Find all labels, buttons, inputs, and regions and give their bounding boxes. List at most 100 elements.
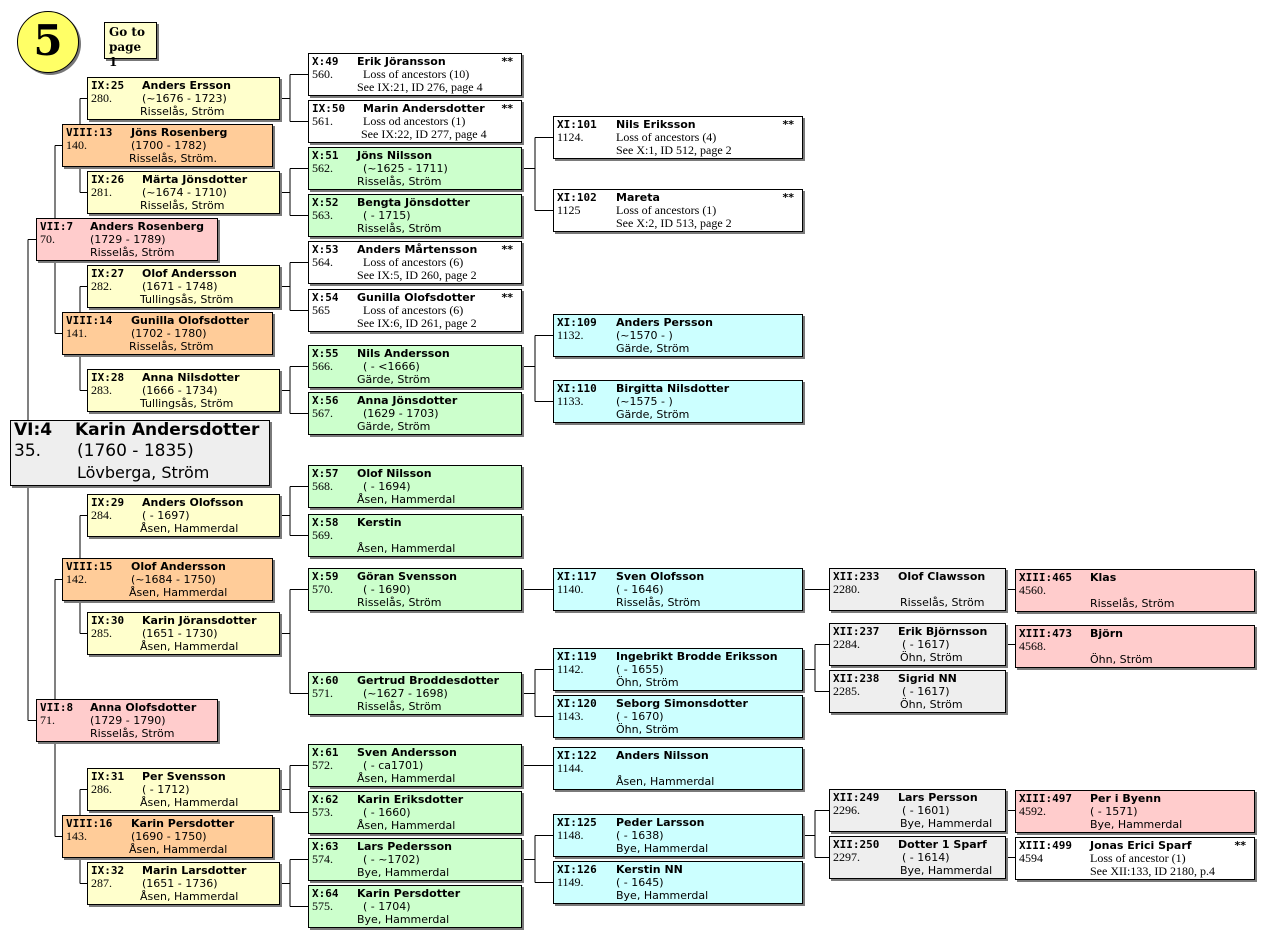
person-number: 280.: [91, 91, 112, 105]
person-number: 4560.: [1019, 583, 1046, 597]
person-number: 571.: [312, 686, 333, 700]
life-dates: ( - <1666): [363, 360, 420, 373]
person-number: 143.: [66, 829, 87, 843]
person-name: Gunilla Olofsdotter: [357, 291, 476, 304]
life-dates: (1702 - 1780): [131, 327, 207, 340]
person-name: Sigrid NN: [898, 672, 957, 685]
life-dates: ( - 1660): [363, 806, 411, 819]
person-code: IX:25: [91, 79, 125, 92]
person-name: Peder Larsson: [616, 816, 705, 829]
connector-line: [522, 335, 553, 402]
person-name: Karin Andersdotter: [75, 420, 260, 440]
place: Öhn, Ström: [616, 676, 679, 689]
person-number: 35.: [14, 441, 42, 461]
person-number: 566.: [312, 359, 333, 373]
person-code: VIII:14: [66, 314, 113, 327]
person-name: Göran Svensson: [357, 570, 457, 583]
place: Risselås, Ström: [616, 596, 701, 609]
life-dates: ( - 1694): [363, 480, 411, 493]
life-dates: ( - 1571): [1090, 805, 1138, 818]
person-name: Karin Persdotter: [131, 817, 235, 830]
place: Bye, Hammerdal: [1090, 818, 1183, 831]
person-code: X:52: [312, 196, 339, 209]
place: Åsen, Hammerdal: [140, 640, 239, 653]
life-dates: (1651 - 1736): [142, 877, 218, 890]
person-name: Jöns Nilsson: [357, 149, 433, 162]
place: Risselås, Ström: [90, 246, 175, 259]
see-reference: See X:1, ID 512, page 2: [616, 143, 732, 157]
go-to-page-1-button[interactable]: Go to page 1: [104, 22, 157, 69]
person-name: Mareta: [616, 191, 660, 204]
person-code: IX:50: [312, 102, 346, 115]
place: Gärde, Ström: [357, 420, 431, 433]
person-number: 1133.: [557, 394, 584, 408]
person-code: XIII:499: [1019, 839, 1072, 852]
person-code: XI:119: [557, 650, 597, 663]
person-name: Birgitta Nilsdotter: [616, 382, 730, 395]
person-name: Kerstin NN: [616, 863, 683, 876]
person-number: 2280.: [833, 582, 860, 596]
person-code: XII:249: [833, 791, 880, 804]
life-dates: ( - 1697): [142, 509, 190, 522]
place: Gärde, Ström: [616, 408, 690, 421]
person-name: Anders Persson: [616, 316, 713, 329]
place: Risselås, Ström: [140, 199, 225, 212]
person-name: Anders Mårtensson: [357, 243, 478, 256]
connector-line: [280, 589, 308, 694]
person-code: X:56: [312, 394, 339, 407]
place: Åsen, Hammerdal: [357, 493, 456, 506]
person-name: Anna Olofsdotter: [90, 701, 197, 714]
person-code: VII:8: [40, 701, 74, 714]
person-code: XI:120: [557, 697, 597, 710]
person-number: 282.: [91, 279, 112, 293]
person-name: Anna Jönsdotter: [357, 394, 458, 407]
person-name: Karin Eriksdotter: [357, 793, 464, 806]
person-name: Anna Nilsdotter: [142, 371, 240, 384]
person-name: Sven Olofsson: [616, 570, 705, 583]
connector-line: [280, 486, 308, 536]
loss-note: Loss od ancestors (1): [363, 114, 466, 128]
person-number: 568.: [312, 479, 333, 493]
person-code: IX:27: [91, 267, 125, 280]
person-code: IX:29: [91, 496, 125, 509]
life-dates: ( - 1617): [902, 638, 950, 651]
place: Risselås, Ström: [900, 596, 985, 609]
life-dates: (1671 - 1748): [142, 280, 218, 293]
person-number: 569.: [312, 528, 333, 542]
loss-note: Loss of ancestors (4): [616, 130, 717, 144]
person-name: Per i Byenn: [1090, 792, 1162, 805]
life-dates: ( - 1646): [616, 583, 664, 596]
place: Åsen, Hammerdal: [129, 843, 228, 856]
person-code: VIII:15: [66, 560, 113, 573]
life-dates: ( - 1670): [616, 710, 664, 723]
person-number: 287.: [91, 876, 112, 890]
place: Åsen, Hammerdal: [140, 522, 239, 535]
person-number: 142.: [66, 572, 87, 586]
person-name: Anders Olofsson: [142, 496, 244, 509]
person-name: Olof Andersson: [131, 560, 226, 573]
person-code: XI:122: [557, 749, 597, 762]
person-code: XI:110: [557, 382, 597, 395]
loss-note: Loss of ancestors (6): [363, 255, 464, 269]
person-number: 562.: [312, 161, 333, 175]
life-dates: (~1627 - 1698): [363, 687, 448, 700]
loss-marker: **: [782, 118, 794, 131]
place: Åsen, Hammerdal: [357, 772, 456, 785]
place: Tullingsås, Ström: [140, 397, 234, 410]
person-number: 281.: [91, 185, 112, 199]
person-code: XI:102: [557, 191, 597, 204]
